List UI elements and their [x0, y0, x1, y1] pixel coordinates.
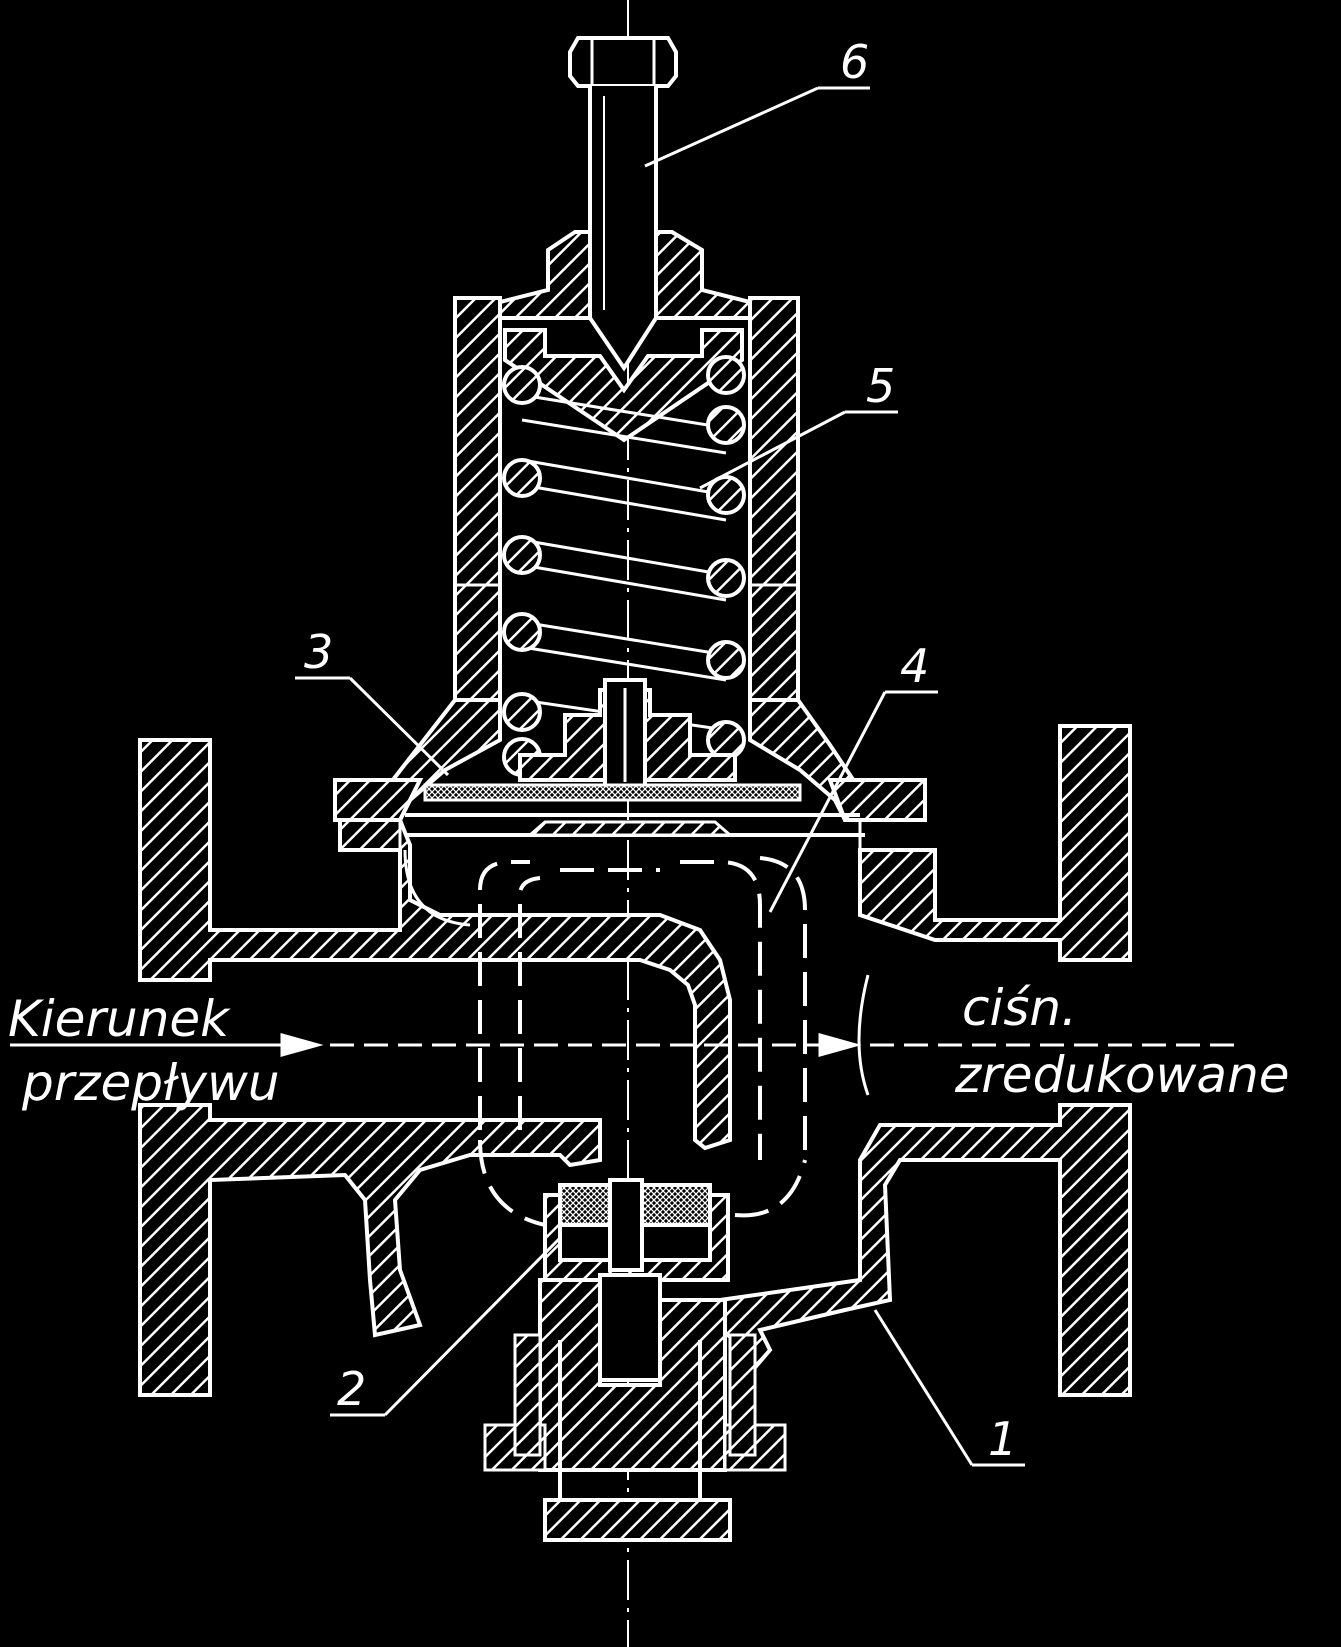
leader-lines	[295, 86, 1025, 1467]
callout-2: 2	[337, 1362, 366, 1416]
callout-5: 5	[866, 359, 895, 413]
inlet-text-line2: przepływu	[21, 1054, 280, 1112]
outlet-text-line2: zredukowane	[954, 1046, 1290, 1104]
diaphragm-assembly	[400, 678, 865, 837]
callout-4: 4	[900, 639, 929, 693]
flow-arrows	[10, 974, 1240, 1096]
callout-3: 3	[304, 625, 333, 679]
outlet-text-line1: ciśn.	[962, 979, 1077, 1037]
flow-passages	[478, 856, 807, 1227]
bonnet	[333, 230, 927, 822]
adjusting-screw	[568, 36, 678, 372]
valve-seat-and-plug	[483, 1178, 787, 1542]
inlet-text-line1: Kierunek	[8, 990, 231, 1048]
callout-6: 6	[840, 35, 869, 89]
callout-1: 1	[988, 1412, 1017, 1466]
